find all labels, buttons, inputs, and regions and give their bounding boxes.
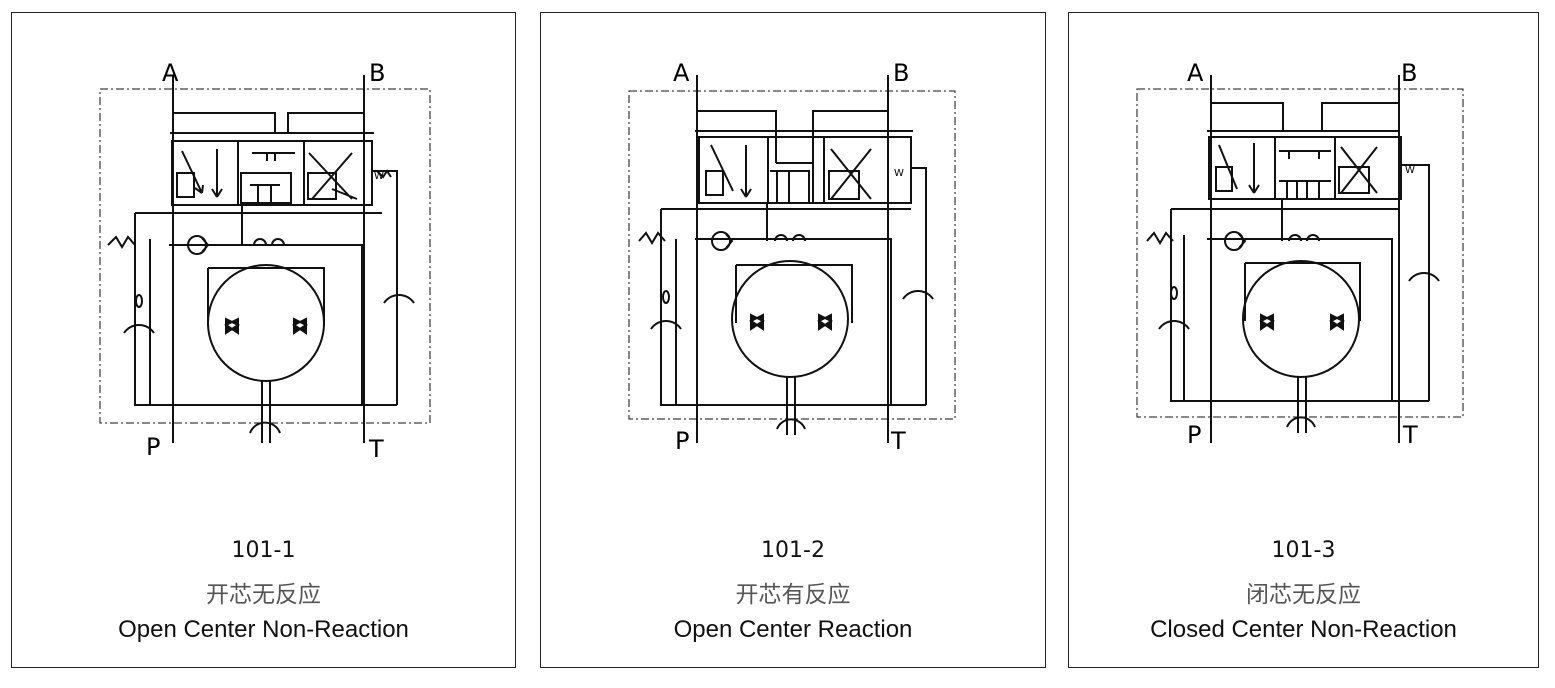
port-label-p: P (675, 427, 689, 455)
port-label-p: P (146, 433, 160, 461)
diagram-code: 101-2 (761, 538, 825, 563)
diagram-title-zh: 开芯无反应 (206, 582, 321, 608)
diagram-title-en: Closed Center Non-Reaction (1150, 616, 1457, 643)
port-label-b: B (893, 59, 909, 87)
diagram-title-zh: 开芯有反应 (735, 582, 851, 608)
port-label-t: T (890, 427, 906, 455)
port-label-t: T (368, 435, 384, 463)
port-label-t: T (1402, 421, 1418, 449)
hydraulic-schematic-open-center-non-reaction: A B P T W (99, 59, 431, 463)
port-label-p: P (1187, 421, 1201, 449)
spring-label-w: W (894, 168, 904, 179)
port-label-a: A (673, 59, 690, 87)
diagram-title-zh: 闭芯无反应 (1246, 582, 1361, 608)
diagram-code: 101-3 (1271, 538, 1336, 563)
port-label-a: A (1187, 59, 1204, 87)
port-label-a: A (162, 59, 179, 87)
panel-101-1: A B P T W 101-1 开芯无反应 Open Center Non-Re… (11, 12, 516, 668)
spring-label-w: W (1405, 165, 1415, 176)
spring-label-w: W (374, 171, 384, 182)
diagram-title-en: Open Center Reaction (673, 616, 913, 643)
hydraulic-schematic-closed-center-non-reaction: A B P T W (1136, 59, 1464, 449)
panel-101-3: A B P T W 101-3 闭芯无反应 Closed Center Non-… (1068, 12, 1539, 668)
port-label-b: B (1401, 59, 1417, 87)
hydraulic-schematic-open-center-reaction: A B P T W (628, 59, 956, 455)
panel-101-2: A B P T W 101-2 开芯有反应 Open Center Reacti… (540, 12, 1046, 668)
diagram-title-en: Open Center Non-Reaction (118, 616, 409, 643)
diagram-code: 101-1 (231, 538, 296, 563)
port-label-b: B (369, 59, 385, 87)
